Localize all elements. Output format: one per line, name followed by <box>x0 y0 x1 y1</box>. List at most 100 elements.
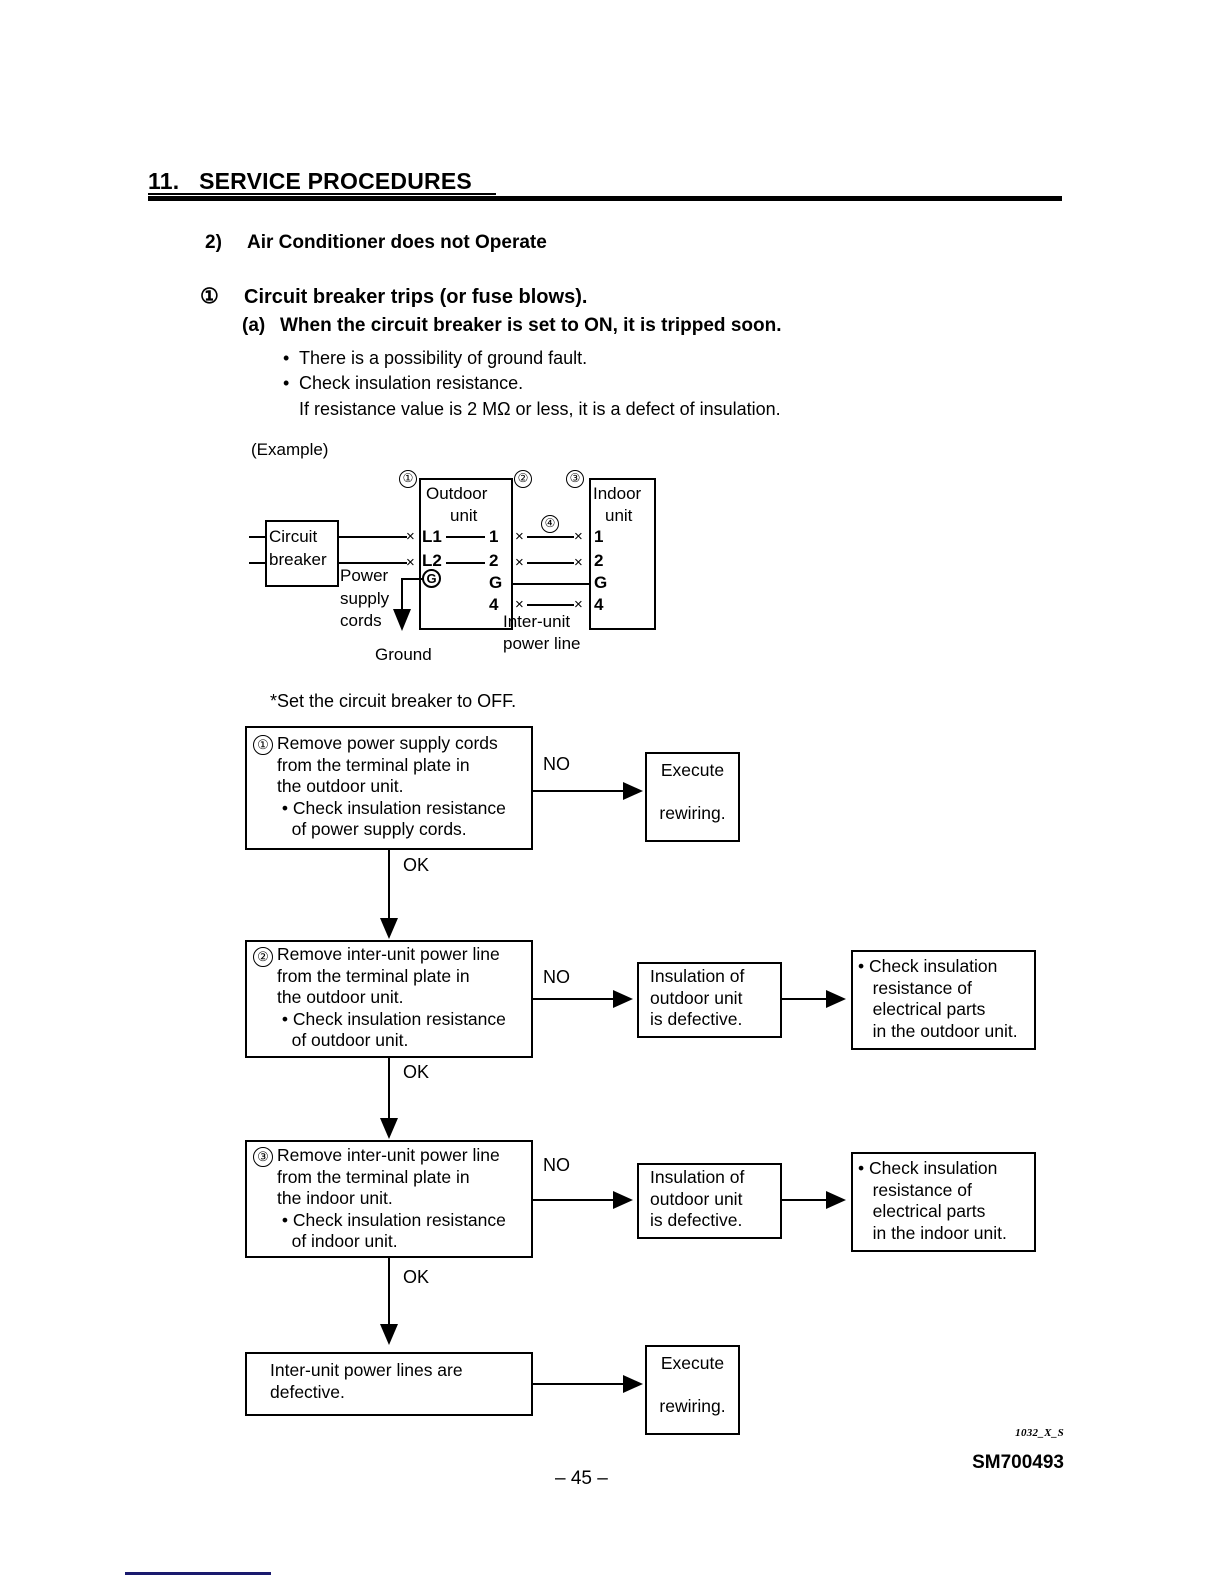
header-title-text: SERVICE PROCEDURES <box>199 168 472 194</box>
heading-sub-a-text: When the circuit breaker is set to ON, i… <box>280 315 782 336</box>
flowchart-step-3-result-arrow-head <box>826 1191 846 1209</box>
interunit-wire-1 <box>527 536 574 538</box>
heading-circled-1-text: Circuit breaker trips (or fuse blows). <box>244 286 588 308</box>
interunit-wire-4 <box>527 604 574 606</box>
flowchart-step-1-number: ① <box>253 735 273 755</box>
diagram-callout-4: ④ <box>541 515 559 533</box>
outdoor-terminal-right-4: 4 <box>489 595 499 614</box>
outdoor-unit-label-line2: unit <box>450 506 478 525</box>
outdoor-terminal-right-g: G <box>489 573 503 592</box>
flowchart-step-3-action-box <box>851 1152 1036 1252</box>
footer-doc-code: 1032_X_S <box>1015 1427 1064 1439</box>
power-supply-cords-line1: Power <box>340 566 389 585</box>
indoor-terminal-1: 1 <box>594 527 604 546</box>
x-mark-interunit-1-right: × <box>574 528 583 545</box>
example-label: (Example) <box>251 440 329 459</box>
outdoor-unit-box <box>419 478 513 630</box>
circled-one-marker: ① <box>200 285 219 308</box>
flowchart-step-2-no-label: NO <box>543 967 570 987</box>
breaker-lead-left-top <box>249 536 266 538</box>
flowchart-step-1-ok-line <box>388 850 390 920</box>
indoor-terminal-2: 2 <box>594 551 604 570</box>
header-section-number: 11. <box>148 168 180 194</box>
diagram-callout-1: ① <box>399 470 417 488</box>
flowchart-final-arrow-line <box>533 1383 625 1385</box>
bullet-dot-icon: • <box>283 373 290 393</box>
flowchart-final-result-text: Execute rewiring. <box>659 1353 726 1416</box>
flowchart-final-arrow-head <box>623 1375 643 1393</box>
x-mark-l1-outdoor: × <box>406 528 415 545</box>
bottom-margin-mark <box>125 1572 271 1575</box>
indoor-terminal-g: G <box>594 573 608 592</box>
heading-sub-a: (a) When the circuit breaker is set to ON… <box>242 315 781 337</box>
bullet-item-1: • There is a possibility of ground fault. <box>283 348 587 369</box>
circuit-breaker-box <box>265 520 339 587</box>
bullet-item-1-text: There is a possibility of ground fault. <box>299 348 588 368</box>
page-header-title: 11. SERVICE PROCEDURES <box>148 168 472 195</box>
interunit-label-line1: Inter-unit <box>503 612 571 631</box>
indoor-unit-box <box>589 478 656 630</box>
heading-sub-a-label: (a) <box>242 315 266 336</box>
interunit-wire-2 <box>527 562 574 564</box>
flowchart-step-1-result-text: Execute rewiring. <box>659 760 726 823</box>
flowchart-step-3-no-label: NO <box>543 1155 570 1175</box>
flowchart-step-1-no-arrow-head <box>623 782 643 800</box>
flowchart-step-3-number: ③ <box>253 1147 273 1167</box>
power-cord-wire-l2 <box>338 562 407 564</box>
flowchart-step-3-action-text: • Check insulation resistance of electri… <box>858 1158 1007 1243</box>
indoor-unit-label-line2: unit <box>605 506 633 525</box>
ground-wire-vertical <box>401 578 403 611</box>
flowchart-step-2-text: Remove inter-unit power line from the te… <box>277 944 506 1050</box>
outdoor-terminal-l1: L1 <box>422 527 442 546</box>
flowchart-final-box <box>245 1352 533 1416</box>
circuit-breaker-label-line2: breaker <box>269 550 327 569</box>
flowchart-step-1-ok-label: OK <box>403 855 430 875</box>
flowchart-step-2-result-box <box>637 962 782 1038</box>
flowchart-step-1-no-arrow-line <box>533 790 625 792</box>
flowchart-step-2-box <box>245 940 533 1058</box>
flowchart-step-2-action-box <box>851 950 1036 1050</box>
x-mark-interunit-2-right: × <box>574 554 583 571</box>
ground-arrow-icon <box>393 609 411 631</box>
flowchart-step-2-ok-line <box>388 1058 390 1120</box>
outdoor-internal-link-2 <box>446 562 485 564</box>
outdoor-internal-link-1 <box>446 536 485 538</box>
heading-circled-1: ① Circuit breaker trips (or fuse blows). <box>200 284 587 309</box>
flowchart-step-3-box <box>245 1140 533 1258</box>
indoor-unit-label-line1: Indoor <box>593 484 642 503</box>
x-mark-interunit-4-right: × <box>574 596 583 613</box>
bullet-dot-icon: • <box>283 348 290 368</box>
power-supply-cords-line3: cords <box>340 611 382 630</box>
flowchart-step-1-text: Remove power supply cords from the termi… <box>277 733 506 839</box>
bullet-item-2: • Check insulation resistance. <box>283 373 523 394</box>
footer-page-number: – 45 – <box>555 1468 608 1489</box>
flowchart-step-3-ok-arrow-head <box>380 1324 398 1345</box>
x-mark-interunit-2-left: × <box>515 554 524 571</box>
x-mark-interunit-4-left: × <box>515 596 524 613</box>
bullet-item-2-text: Check insulation resistance. <box>299 373 524 393</box>
flowchart-step-1-box <box>245 726 533 850</box>
outdoor-terminal-g-circled: G <box>422 569 441 588</box>
outdoor-terminal-right-1: 1 <box>489 527 499 546</box>
footer-manual-code: SM700493 <box>972 1452 1064 1473</box>
breaker-lead-left-bottom <box>249 562 266 564</box>
x-mark-interunit-1-left: × <box>515 528 524 545</box>
flowchart-step-2-action-text: • Check insulation resistance of electri… <box>858 956 1018 1041</box>
outdoor-unit-label-line1: Outdoor <box>426 484 488 503</box>
flowchart-step-3-no-arrow-head <box>613 1191 633 1209</box>
header-rule <box>148 196 1062 201</box>
flowchart-step-3-result-text: Insulation of outdoor unit is defective. <box>650 1167 745 1230</box>
outdoor-terminal-l2: L2 <box>422 551 442 570</box>
heading-item-2-number: 2) <box>205 232 222 253</box>
header-title-underline <box>148 193 496 195</box>
flowchart-step-3-text: Remove inter-unit power line from the te… <box>277 1145 506 1251</box>
flowchart-final-result-box <box>645 1345 740 1435</box>
flowchart-step-2-result-arrow-head <box>826 990 846 1008</box>
power-supply-cords-line2: supply <box>340 589 390 608</box>
diagram-callout-3: ③ <box>566 470 584 488</box>
flowchart-step-1-ok-arrow-head <box>380 918 398 939</box>
interunit-wire-ground <box>513 583 591 585</box>
outdoor-terminal-right-2: 2 <box>489 551 499 570</box>
x-mark-l2-outdoor: × <box>406 554 415 571</box>
